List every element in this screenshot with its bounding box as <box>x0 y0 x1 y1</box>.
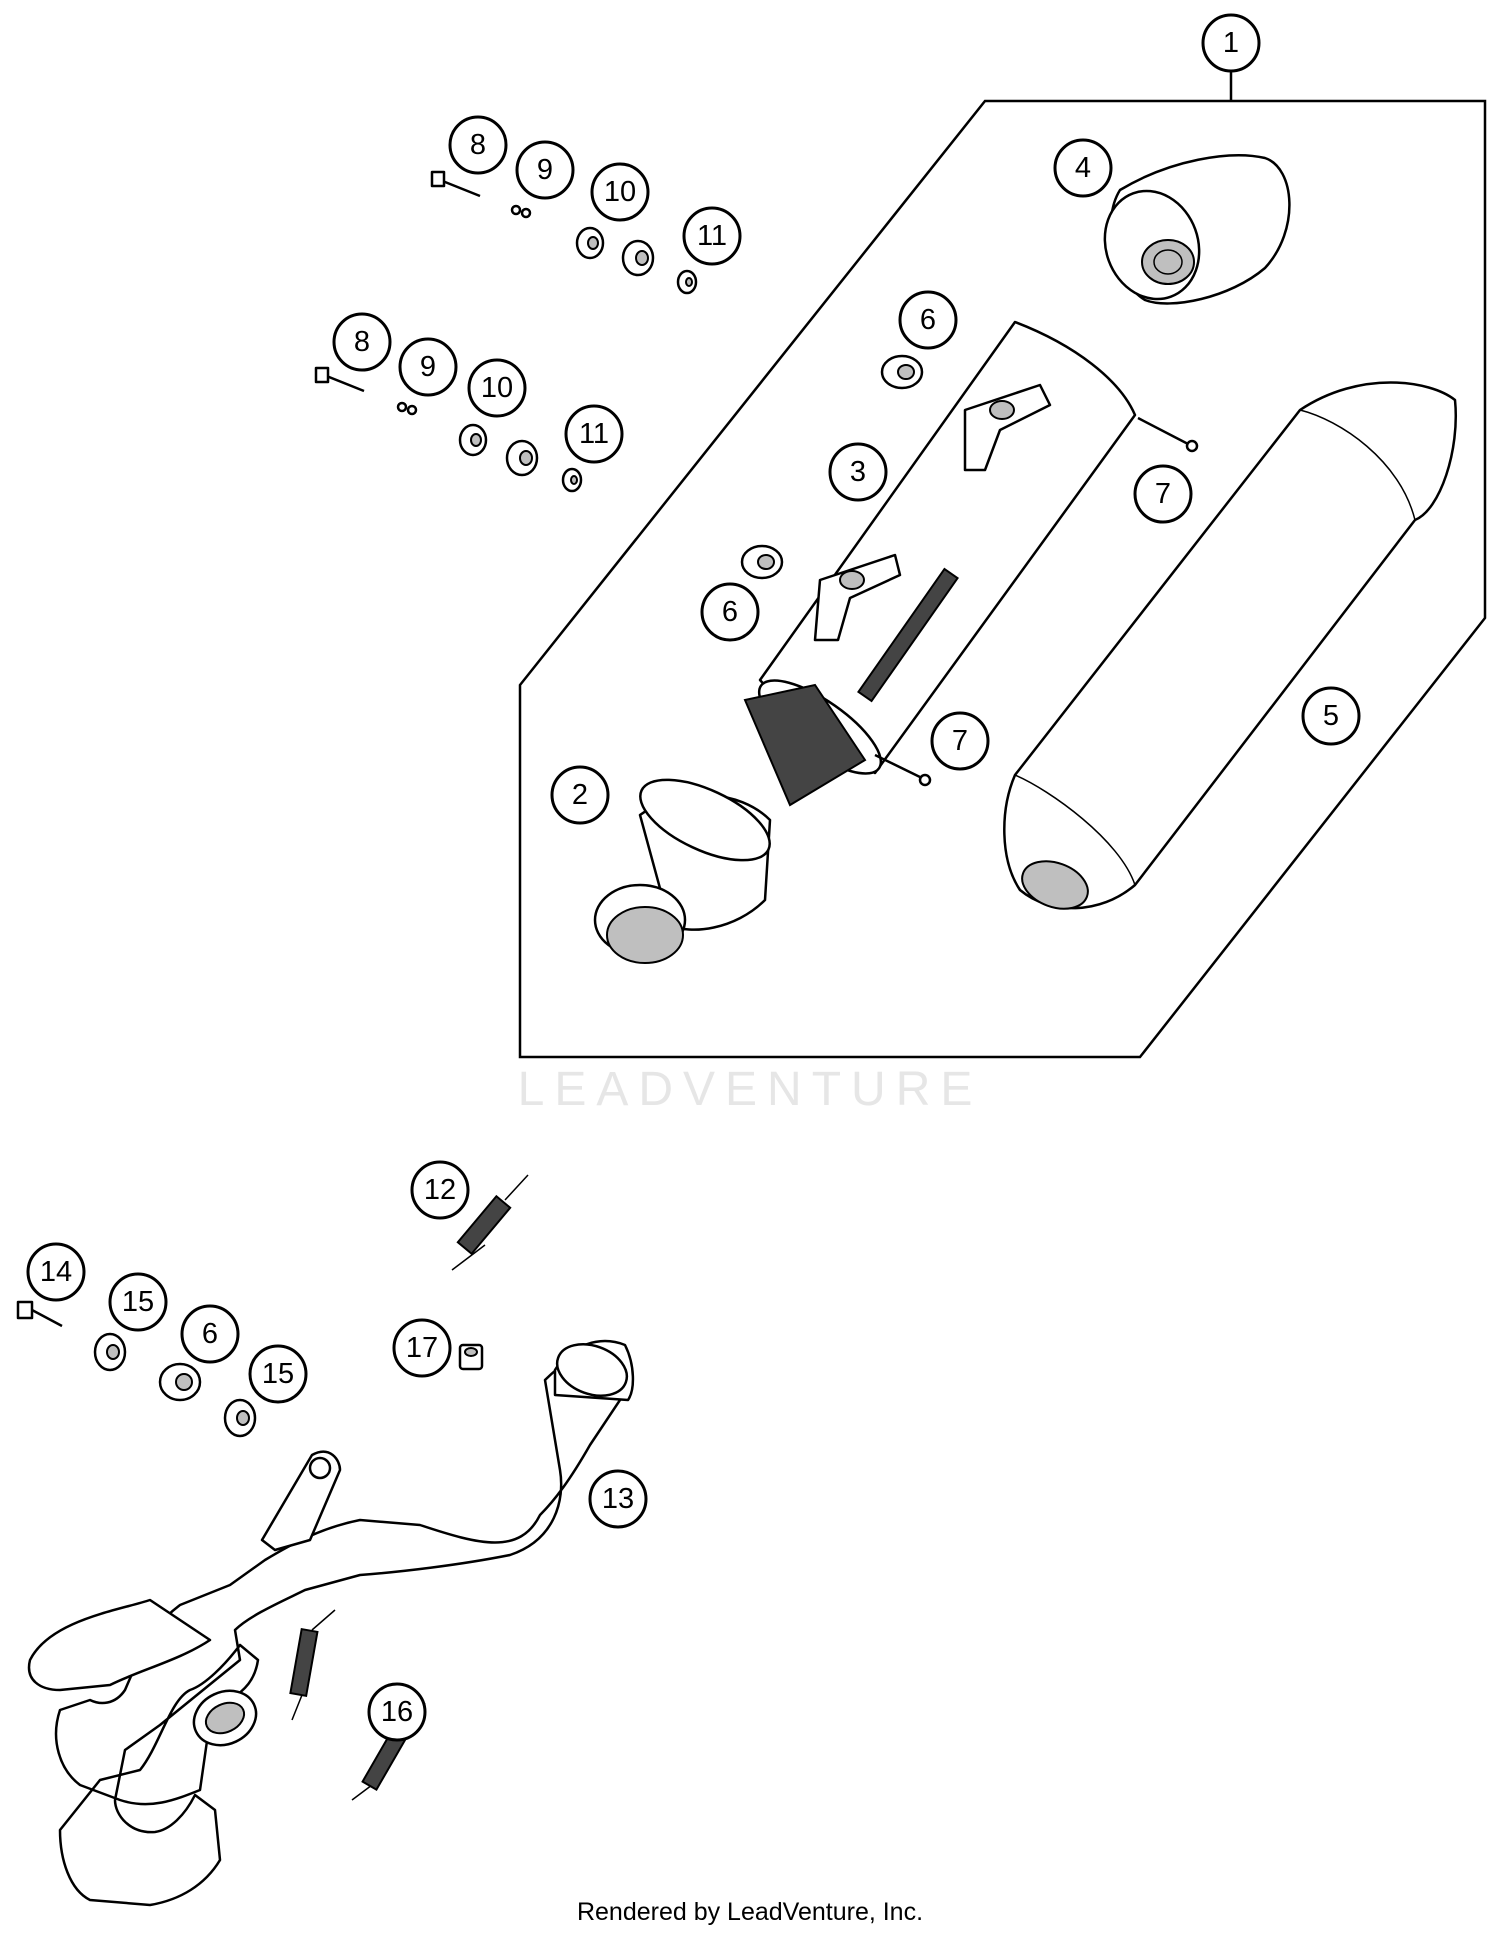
callout-number: 17 <box>406 1332 438 1364</box>
callout-number: 6 <box>722 596 738 628</box>
hardware-set-upper[interactable] <box>430 170 698 295</box>
callout-17: 17 <box>392 1318 452 1378</box>
end-cap-part[interactable] <box>1090 154 1291 312</box>
callout-number: 9 <box>420 351 436 383</box>
callout-number: 1 <box>1223 27 1239 59</box>
callout-12: 12 <box>410 1160 470 1220</box>
callout-number: 7 <box>952 725 968 757</box>
callout-4: 4 <box>1053 138 1113 198</box>
callout-2: 2 <box>550 765 610 825</box>
callout-16: 16 <box>367 1682 427 1742</box>
callout-number: 11 <box>697 220 727 252</box>
screw-part-upper[interactable] <box>1137 416 1199 453</box>
callout-6-middle: 6 <box>700 582 760 642</box>
callout-number: 8 <box>354 326 370 358</box>
callout-3: 3 <box>828 442 888 502</box>
bolt-part[interactable] <box>16 1300 63 1328</box>
callout-number: 6 <box>920 304 936 336</box>
callout-number: 15 <box>122 1286 154 1318</box>
spring-part-upper[interactable] <box>451 1174 529 1271</box>
callout-11-upper: 11 <box>682 206 742 266</box>
callout-number: 15 <box>262 1358 294 1390</box>
callout-number: 14 <box>40 1256 72 1288</box>
grommet-part-upper[interactable] <box>880 354 924 390</box>
callout-number: 6 <box>202 1318 218 1350</box>
hardware-set-lower[interactable] <box>314 366 583 493</box>
callout-number: 9 <box>537 154 553 186</box>
header-pipe-part[interactable] <box>27 1335 635 1907</box>
callout-number: 8 <box>470 129 486 161</box>
callout-5: 5 <box>1301 686 1361 746</box>
callout-number: 11 <box>579 418 609 450</box>
callout-number: 3 <box>850 456 866 488</box>
watermark-text: LEADVENTURE <box>517 1063 983 1116</box>
callout-11-lower: 11 <box>564 404 624 464</box>
callout-number: 5 <box>1323 700 1339 732</box>
callout-number: 12 <box>424 1174 456 1206</box>
grommet-part-middle[interactable] <box>740 544 784 580</box>
footer-credit: Rendered by LeadVenture, Inc. <box>576 1898 924 1926</box>
callout-8-lower: 8 <box>332 312 392 372</box>
callout-number: 13 <box>602 1483 634 1515</box>
callout-number: 2 <box>572 779 588 811</box>
callout-15-upper: 15 <box>108 1272 168 1332</box>
silencer-assembly-frame <box>518 72 1487 1059</box>
callout-13: 13 <box>588 1469 648 1529</box>
callout-number: 10 <box>604 176 636 208</box>
callout-10-upper: 10 <box>590 162 650 222</box>
nut-part[interactable] <box>458 1343 484 1371</box>
callout-8-upper: 8 <box>448 115 508 175</box>
callout-number: 16 <box>381 1696 413 1728</box>
callout-number: 4 <box>1075 152 1091 184</box>
callout-6-lower: 6 <box>180 1304 240 1364</box>
callout-7-lower: 7 <box>930 711 990 771</box>
callout-1: 1 <box>1201 13 1261 73</box>
callout-14: 14 <box>26 1242 86 1302</box>
callout-9-upper: 9 <box>515 140 575 200</box>
callout-number: 10 <box>481 372 513 404</box>
callout-10-lower: 10 <box>467 358 527 418</box>
callout-15-lower: 15 <box>248 1344 308 1404</box>
screw-part-lower[interactable] <box>874 753 932 787</box>
inlet-cone-part[interactable] <box>593 683 867 964</box>
callout-9-lower: 9 <box>398 337 458 397</box>
washer-part-upper[interactable] <box>93 1332 127 1372</box>
callout-number: 7 <box>1155 478 1171 510</box>
grommet-part-lower[interactable] <box>158 1362 202 1402</box>
callout-7-upper: 7 <box>1133 464 1193 524</box>
silencer-sleeve-part[interactable] <box>1003 381 1457 918</box>
callout-6-upper: 6 <box>898 290 958 350</box>
washer-part-lower[interactable] <box>223 1398 257 1438</box>
